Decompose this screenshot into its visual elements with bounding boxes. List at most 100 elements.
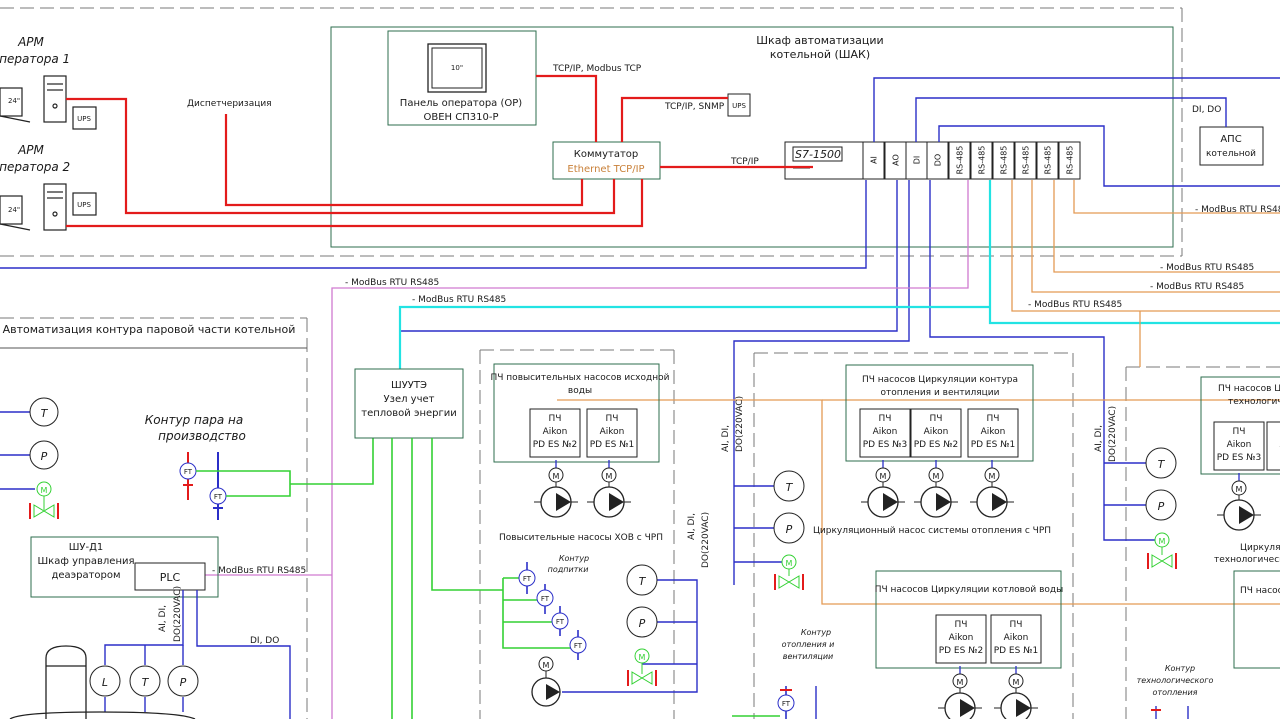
svg-text:T: T [41, 407, 49, 420]
arm1-title-2: оператора 1 [0, 52, 70, 66]
shud1-label-1: ШУ-Д1 [69, 542, 104, 553]
svg-text:Aikon: Aikon [981, 427, 1006, 437]
svg-text:M: M [553, 472, 560, 481]
steam-contour-1: Контур пара на [145, 413, 243, 427]
plc-module-rs485-7: RS-485 [1014, 141, 1037, 180]
svg-text:FT: FT [523, 575, 532, 583]
plc-s7-label: S7-1500 [795, 148, 841, 161]
tech-press-sensor: P [1145, 489, 1177, 521]
plc-module-ao-1: AO [884, 141, 907, 180]
svg-text:DI: DI [913, 156, 922, 165]
makeup-contour-1: Контур [559, 554, 589, 563]
modbus-label-1: - ModBus RTU RS485 [345, 278, 439, 288]
svg-text:ПЧ: ПЧ [955, 620, 968, 630]
heating-flow-sensor: FT [777, 686, 795, 719]
deaerator-press-sensor: P [167, 665, 199, 697]
svg-text:RS-485: RS-485 [978, 146, 987, 175]
steam-green-lines [196, 438, 374, 497]
svg-text:M: M [786, 559, 793, 568]
tech-contour-3: отопления [1153, 688, 1198, 697]
svg-text:M: M [957, 678, 964, 687]
pch-circ-caption: Циркуляционный насос системы отопления с… [813, 526, 1051, 536]
pch-source-title-1: ПЧ повысительных насосов исходной [491, 373, 670, 383]
svg-text:RS-485: RS-485 [1000, 146, 1009, 175]
svg-text:FT: FT [574, 642, 583, 650]
operator-panel-name-1: Панель оператора (ОР) [400, 98, 522, 109]
shud1-box [30, 536, 219, 598]
svg-text:FT: FT [184, 468, 193, 476]
tech-ai-di: AI, DI, [1094, 425, 1104, 452]
svg-text:PD ES №3: PD ES №3 [863, 440, 908, 450]
svg-text:Aikon: Aikon [924, 427, 949, 437]
switch-label-1: Коммутатор [574, 149, 638, 160]
pch-tech-title-1: ПЧ насосов Ц [1218, 384, 1280, 394]
circ-ai-di: AI, DI, [721, 425, 731, 452]
svg-text:M: M [1013, 678, 1020, 687]
shud1-label-3: деаэратором [51, 570, 120, 581]
svg-text:T: T [639, 575, 647, 588]
svg-text:T: T [1158, 458, 1166, 471]
svg-text:AO: AO [892, 154, 901, 166]
pch-circ-box [845, 364, 1034, 462]
svg-text:ПЧ: ПЧ [606, 414, 619, 424]
svg-text:RS-485: RS-485 [1022, 146, 1031, 175]
pump-boiler-2: M [938, 666, 982, 719]
svg-text:PD ES №2: PD ES №2 [914, 440, 959, 450]
rs485-lines [205, 180, 1280, 719]
source-pump-icon: M [531, 656, 561, 707]
svg-text:T: T [786, 481, 794, 494]
plc-module-rs485-5: RS-485 [970, 141, 993, 180]
aps-box [1199, 126, 1264, 166]
cabinet-ups-label: UPS [732, 102, 746, 110]
dispatch-label: Диспетчеризация [187, 99, 272, 109]
pch-boiler-title: ПЧ насосов Циркуляции котловой воды [875, 585, 1064, 595]
operator-panel-name-2: ОВЕН СП310-Р [424, 112, 499, 123]
tcp-snmp-label: TCP/IP, SNMP [664, 102, 725, 112]
svg-text:FT: FT [541, 595, 550, 603]
circ-press-sensor: P [773, 512, 805, 544]
cabinet-ups-box [727, 93, 751, 117]
shud1-di-do: DI, DO [250, 636, 279, 646]
dashed-frames [0, 7, 1280, 719]
deaerator-temp-sensor: T [129, 665, 161, 697]
svg-text:M: M [1159, 537, 1166, 546]
pump-circ-1: M [970, 460, 1014, 518]
aps-label-2: котельной [1206, 149, 1256, 159]
modbus-label-4: - ModBus RTU RS485 [1150, 282, 1244, 292]
source-valve: M [627, 648, 657, 686]
cabinet-title-1: Шкаф автоматизации [756, 34, 883, 47]
svg-text:Aikon: Aikon [873, 427, 898, 437]
shud1-ai-di: AI, DI, [158, 605, 168, 632]
pump-circ-2: M [914, 460, 958, 518]
source-press-sensor: P [626, 606, 658, 638]
svg-text:PD ES №2: PD ES №2 [939, 646, 984, 656]
svg-text:Aikon: Aikon [543, 427, 568, 437]
plc-module-rs485-8: RS-485 [1036, 141, 1059, 180]
pch-circ-title-1: ПЧ насосов Циркуляции контура [862, 375, 1018, 385]
tech-temp-sensor: T [1145, 447, 1177, 479]
svg-text:PD ES №1: PD ES №1 [971, 440, 1016, 450]
cabinet-title-2: котельной (ШАК) [770, 48, 870, 61]
plc-module-rs485-6: RS-485 [992, 141, 1015, 180]
svg-text:FT: FT [556, 618, 565, 626]
svg-text:RS-485: RS-485 [1044, 146, 1053, 175]
steam-section-title: Автоматизация контура паровой части коте… [3, 323, 296, 336]
svg-text:ПЧ: ПЧ [1233, 427, 1246, 437]
svg-text:M: M [1236, 485, 1243, 494]
heat-meter-label-1: ШУУТЭ [391, 380, 427, 391]
heating-contour-3: вентиляции [783, 652, 834, 661]
heat-meter-label-3: тепловой энергии [361, 408, 457, 419]
svg-text:RS-485: RS-485 [956, 146, 965, 175]
modbus-label-3: - ModBus RTU RS485 [1028, 300, 1122, 310]
circ-sensor-lines [734, 485, 817, 719]
tech-contour-2: технологического [1137, 676, 1214, 685]
svg-text:T: T [142, 676, 150, 689]
